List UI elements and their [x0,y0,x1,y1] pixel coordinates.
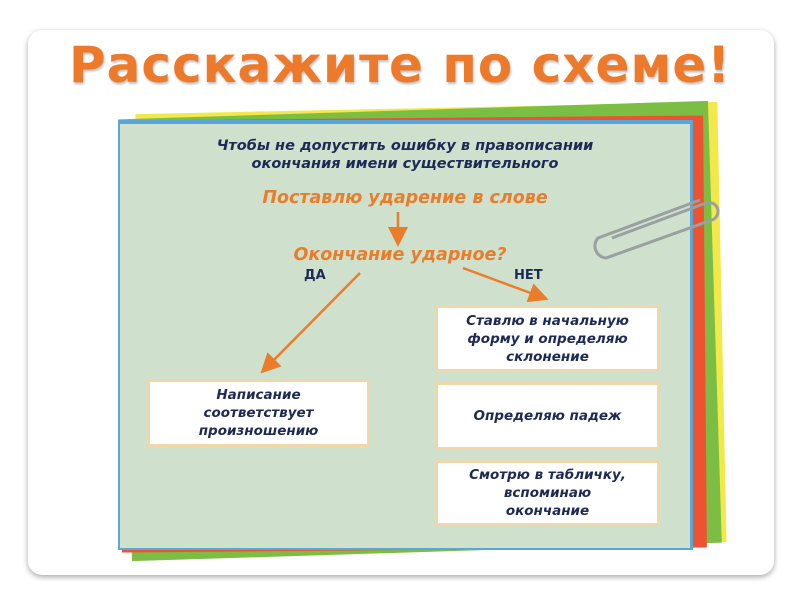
intro-text: Чтобы не допустить ошибку в правописании… [216,138,594,172]
label-no: НЕТ [514,268,543,283]
box-no-step-2: Определяю падеж [435,382,660,450]
box-yes-result: Написание соответствует произношению [147,379,370,447]
box-no-step-1: Ставлю в начальную форму и определяю скл… [435,305,660,372]
box-no-step-3: Смотрю в табличку, вспоминаю окончание [435,460,660,526]
paperclip-icon [593,198,720,260]
arrow-no [462,266,549,303]
question-stressed-ending: Окончание ударное? [293,245,507,265]
step-stress: Поставлю ударение в слове [262,188,548,208]
label-yes: ДА [304,268,326,283]
arrow-yes [260,272,361,374]
slide-title: Расскажите по схеме! [68,36,732,94]
